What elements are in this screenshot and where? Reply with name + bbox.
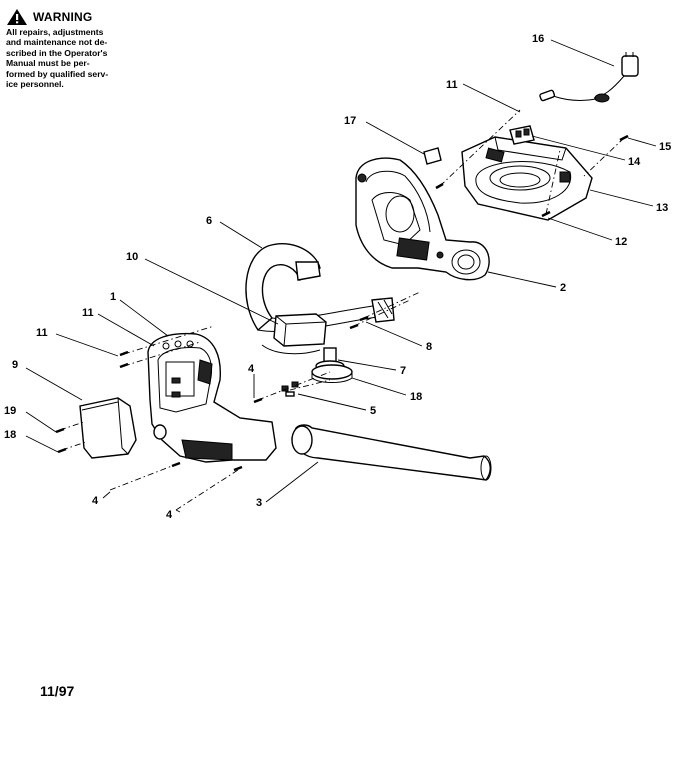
callout-labels: 16 11 17 15 14 13 12 6 10 2 1 11 11 8 9 … xyxy=(4,33,671,521)
warning-notice: WARNING All repairs, adjustments and mai… xyxy=(6,8,146,89)
part-volute-duct xyxy=(245,243,395,332)
warning-line: ice personnel. xyxy=(6,79,64,90)
part-motor-housing xyxy=(355,157,490,281)
part-battery-housing xyxy=(461,136,593,221)
callout: 13 xyxy=(656,202,668,214)
warning-line: All repairs, adjustments xyxy=(6,27,104,37)
warning-line: formed by qualified serv- xyxy=(6,68,109,79)
callout: 4 xyxy=(92,495,99,507)
callout: 18 xyxy=(410,391,422,403)
warning-line: Manual must be per- xyxy=(6,58,90,69)
warning-header: WARNING xyxy=(6,8,146,26)
part-impeller xyxy=(311,347,353,383)
callout: 7 xyxy=(400,365,406,377)
callout: 10 xyxy=(126,251,138,263)
callout: 11 xyxy=(82,307,94,319)
callout: 5 xyxy=(370,405,376,417)
callout: 18 xyxy=(4,429,16,441)
part-main-housing xyxy=(147,332,277,463)
callout: 4 xyxy=(248,363,255,375)
part-connector-bracket xyxy=(509,125,535,145)
callout: 16 xyxy=(532,33,544,45)
part-battery-cover xyxy=(79,397,137,459)
part-blower-tube xyxy=(291,424,492,481)
callout: 8 xyxy=(426,341,432,353)
callout: 17 xyxy=(344,115,356,127)
warning-line: scribed in the Operator's xyxy=(6,47,108,58)
callout: 4 xyxy=(166,509,173,521)
revision-date: 11/97 xyxy=(40,683,75,699)
callout: 15 xyxy=(659,141,671,153)
callout: 19 xyxy=(4,405,16,417)
warning-triangle-icon xyxy=(7,9,27,25)
callout: 11 xyxy=(446,79,458,91)
part-charger-cord xyxy=(539,52,639,103)
part-clip xyxy=(423,147,442,165)
callout: 14 xyxy=(628,156,641,168)
callout: 3 xyxy=(256,497,262,509)
callout: 6 xyxy=(206,215,212,227)
assembly-lines xyxy=(59,109,625,511)
warning-line: and maintenance not de- xyxy=(6,37,108,48)
callout: 9 xyxy=(12,359,18,371)
callout: 1 xyxy=(110,291,116,303)
callout: 2 xyxy=(560,282,566,294)
part-switch xyxy=(261,313,327,355)
part-screws-5 xyxy=(281,381,299,397)
leader-lines xyxy=(25,39,657,513)
warning-title: WARNING xyxy=(33,10,93,24)
callout: 11 xyxy=(36,327,48,339)
callout: 12 xyxy=(615,236,627,248)
